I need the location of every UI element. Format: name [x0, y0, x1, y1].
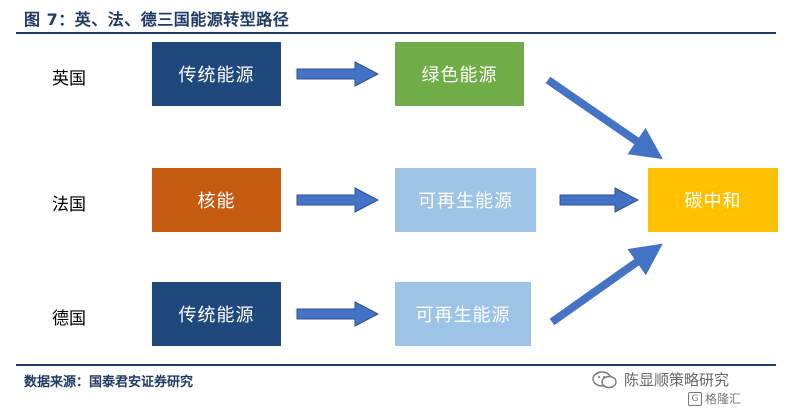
wechat-icon: [592, 370, 618, 389]
watermark-text: 陈显顺策略研究: [624, 371, 730, 389]
arrow-germany-step: [296, 301, 380, 327]
arrow-uk-to-target: [545, 76, 663, 160]
row-label-germany: 德国: [52, 309, 86, 329]
arrow-germany-to-target: [549, 243, 663, 326]
watermark-sub-text: 格隆汇: [705, 392, 742, 406]
row-label-uk: 英国: [52, 69, 86, 89]
title-rule: [16, 32, 776, 34]
germany-renewable-box: 可再生能源: [395, 282, 531, 346]
data-source: 数据来源：国泰君安证券研究: [24, 375, 194, 390]
arrow-france-to-target: [559, 187, 640, 213]
arrow-uk-step: [296, 61, 380, 87]
germany-traditional-energy-box: 传统能源: [152, 282, 281, 346]
uk-traditional-energy-box: 传统能源: [152, 42, 281, 106]
watermark-sub: G 格隆汇: [688, 390, 741, 407]
g-logo-icon: G: [688, 391, 702, 406]
france-nuclear-box: 核能: [152, 168, 281, 232]
source-rule: [16, 364, 776, 366]
arrow-france-step: [296, 187, 380, 213]
france-renewable-box: 可再生能源: [395, 168, 536, 232]
carbon-neutral-box: 碳中和: [648, 168, 778, 232]
figure-title: 图 7：英、法、德三国能源转型路径: [24, 10, 290, 29]
uk-green-energy-box: 绿色能源: [395, 42, 524, 106]
watermark: 陈显顺策略研究: [592, 369, 729, 390]
row-label-france: 法国: [52, 195, 86, 215]
